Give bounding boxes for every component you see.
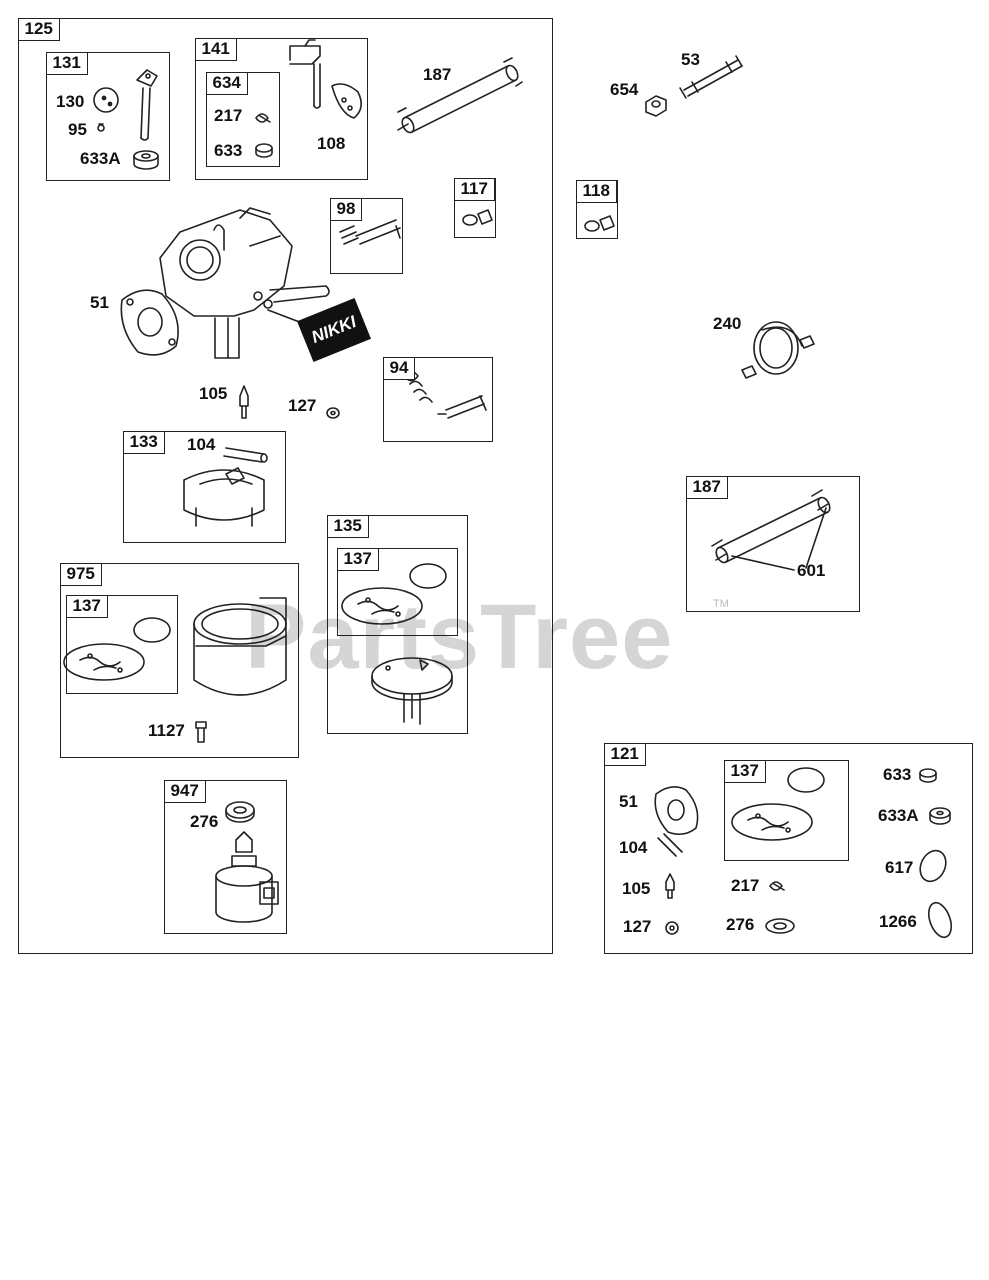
group-137-box-c: 137 <box>723 759 849 861</box>
group-98-box: 98 <box>329 197 403 274</box>
group-131-tag: 131 <box>45 51 88 75</box>
group-975-tag: 975 <box>59 562 102 586</box>
group-121-box: 121 <box>603 742 973 954</box>
group-131-box: 131 <box>45 51 170 181</box>
kit-callout-617: 617 <box>885 858 914 877</box>
trademark-mark: TM <box>713 598 729 610</box>
group-94-tag: 94 <box>382 356 416 380</box>
group-141-box: 141 <box>194 37 368 180</box>
callout-108: 108 <box>317 134 346 153</box>
watermark: PartsTree <box>245 586 674 688</box>
callout-654: 654 <box>610 80 639 99</box>
group-118-box: 118 <box>575 179 618 239</box>
kit-callout-276: 276 <box>726 915 755 934</box>
callout-633A: 633A <box>80 149 121 168</box>
callout-217: 217 <box>214 106 243 125</box>
fuel-filter-part <box>741 321 815 379</box>
kit-callout-633: 633 <box>883 765 912 784</box>
nut-part <box>645 95 667 117</box>
callout-53: 53 <box>681 50 700 69</box>
group-634-box: 634 <box>205 71 280 167</box>
callout-187-top: 187 <box>423 65 452 84</box>
group-94-box: 94 <box>382 356 493 442</box>
callout-276: 276 <box>190 812 219 831</box>
group-141-tag: 141 <box>194 37 237 61</box>
group-137-tag-c: 137 <box>723 759 766 783</box>
group-117-box: 117 <box>453 177 496 238</box>
callout-130: 130 <box>56 92 85 111</box>
group-137-box-a: 137 <box>336 547 458 636</box>
callout-1127: 1127 <box>148 721 185 740</box>
kit-callout-104: 104 <box>619 838 648 857</box>
kit-callout-51: 51 <box>619 792 638 811</box>
kit-callout-105: 105 <box>622 879 651 898</box>
group-634-tag: 634 <box>205 71 248 95</box>
group-125-tag: 125 <box>17 17 60 41</box>
group-98-tag: 98 <box>329 197 363 221</box>
kit-callout-1266: 1266 <box>879 912 917 931</box>
callout-240: 240 <box>713 314 742 333</box>
group-187-box: 187 <box>685 475 860 612</box>
kit-callout-633A: 633A <box>878 806 919 825</box>
group-118-tag: 118 <box>575 179 617 203</box>
callout-95: 95 <box>68 120 87 139</box>
group-947-tag: 947 <box>163 779 206 803</box>
callout-601: 601 <box>797 561 826 580</box>
callout-633: 633 <box>214 141 243 160</box>
callout-105: 105 <box>199 384 228 403</box>
group-137-box-b: 137 <box>65 594 178 694</box>
group-133-box: 133 <box>122 430 286 543</box>
group-125-box: 125 <box>17 17 553 954</box>
group-137-tag-a: 137 <box>336 547 379 571</box>
kit-callout-127: 127 <box>623 917 652 936</box>
group-121-tag: 121 <box>603 742 646 766</box>
group-117-tag: 117 <box>453 177 495 201</box>
group-975-box: 975 <box>59 562 299 758</box>
group-135-box: 135 <box>326 514 468 734</box>
group-135-tag: 135 <box>326 514 369 538</box>
group-187-tag: 187 <box>685 475 728 499</box>
callout-127: 127 <box>288 396 317 415</box>
callout-51: 51 <box>90 293 109 312</box>
group-133-tag: 133 <box>122 430 165 454</box>
group-137-tag-b: 137 <box>65 594 108 618</box>
group-947-box: 947 <box>163 779 287 934</box>
kit-callout-217: 217 <box>731 876 760 895</box>
callout-104: 104 <box>187 435 216 454</box>
